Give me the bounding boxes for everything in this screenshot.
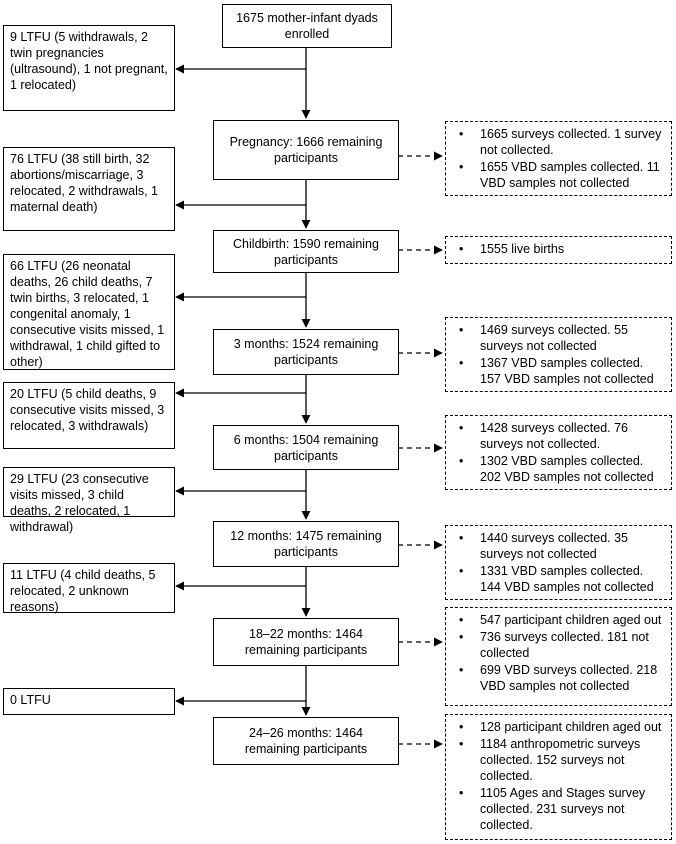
outcome-item: 1469 surveys collected. 55 surveys not c…: [452, 322, 665, 354]
stage-box-3-months: 3 months: 1524 remaining participants: [213, 329, 399, 375]
stage-box-childbirth: Childbirth: 1590 remaining participants: [213, 230, 399, 273]
stage-box-6-months: 6 months: 1504 remaining participants: [213, 425, 399, 470]
outcome-item: 1440 surveys collected. 35 surveys not c…: [452, 530, 665, 562]
ltfu-label: 9 LTFU (5 withdrawals, 2 twin pregnancie…: [10, 30, 168, 92]
outcome-item: 547 participant children aged out: [452, 612, 665, 628]
stage-box-enrolled: 1675 mother-infant dyads enrolled: [222, 4, 392, 48]
outcome-box: 1555 live births: [445, 236, 672, 264]
stage-label: Childbirth: 1590 remaining participants: [233, 236, 379, 267]
outcome-item: 1331 VBD samples collected. 144 VBD samp…: [452, 563, 665, 595]
ltfu-label: 0 LTFU: [10, 693, 51, 707]
ltfu-box: 9 LTFU (5 withdrawals, 2 twin pregnancie…: [3, 25, 175, 111]
ltfu-box: 20 LTFU (5 child deaths, 9 consecutive v…: [3, 382, 175, 449]
outcome-box: 1665 surveys collected. 1 survey not col…: [445, 121, 672, 196]
ltfu-box: 66 LTFU (26 neonatal deaths, 26 child de…: [3, 254, 175, 370]
ltfu-box: 11 LTFU (4 child deaths, 5 relocated, 2 …: [3, 563, 175, 614]
outcome-item: 699 VBD surveys collected. 218 VBD sampl…: [452, 662, 665, 694]
ltfu-label: 66 LTFU (26 neonatal deaths, 26 child de…: [10, 259, 165, 369]
stage-box-18-22-months: 18–22 months: 1464 remaining participant…: [213, 618, 399, 666]
outcome-item: 1184 anthropometric surveys collected. 1…: [452, 736, 665, 784]
ltfu-box: 76 LTFU (38 still birth, 32 abortions/mi…: [3, 147, 175, 231]
ltfu-label: 11 LTFU (4 child deaths, 5 relocated, 2 …: [10, 568, 156, 614]
stage-box-pregnancy: Pregnancy: 1666 remaining participants: [213, 120, 399, 180]
ltfu-box: 0 LTFU: [3, 688, 175, 715]
outcome-item: 1655 VBD samples collected. 11 VBD sampl…: [452, 159, 665, 191]
stage-box-12-months: 12 months: 1475 remaining participants: [213, 521, 399, 567]
stage-label: 18–22 months: 1464 remaining participant…: [244, 627, 368, 657]
outcome-item: 736 surveys collected. 181 not collected: [452, 629, 665, 661]
stage-label: 12 months: 1475 remaining participants: [230, 529, 382, 559]
outcome-item: 128 participant children aged out: [452, 719, 665, 735]
ltfu-label: 29 LTFU (23 consecutive visits missed, 3…: [10, 472, 149, 534]
outcome-item: 1105 Ages and Stages survey collected. 2…: [452, 785, 665, 833]
stage-label: 24–26 months: 1464 remaining participant…: [244, 726, 368, 756]
outcome-item: 1367 VBD samples collected. 157 VBD samp…: [452, 355, 665, 387]
ltfu-label: 20 LTFU (5 child deaths, 9 consecutive v…: [10, 387, 165, 433]
stage-label: 6 months: 1504 remaining participants: [233, 432, 379, 463]
outcome-box: 1440 surveys collected. 35 surveys not c…: [445, 525, 672, 600]
stage-label: 1675 mother-infant dyads enrolled: [236, 11, 378, 41]
outcome-item: 1665 surveys collected. 1 survey not col…: [452, 126, 665, 158]
outcome-box: 547 participant children aged out 736 su…: [445, 607, 672, 706]
outcome-box: 1428 surveys collected. 76 surveys not c…: [445, 415, 672, 490]
stage-label: Pregnancy: 1666 remaining participants: [229, 135, 383, 165]
stage-label: 3 months: 1524 remaining participants: [233, 337, 379, 367]
outcome-item: 1428 surveys collected. 76 surveys not c…: [452, 420, 665, 452]
outcome-box: 128 participant children aged out 1184 a…: [445, 714, 672, 840]
ltfu-box: 29 LTFU (23 consecutive visits missed, 3…: [3, 467, 175, 534]
ltfu-label: 76 LTFU (38 still birth, 32 abortions/mi…: [10, 152, 158, 214]
outcome-item: 1555 live births: [452, 241, 665, 257]
outcome-box: 1469 surveys collected. 55 surveys not c…: [445, 317, 672, 392]
stage-box-24-26-months: 24–26 months: 1464 remaining participant…: [213, 717, 399, 765]
outcome-item: 1302 VBD samples collected. 202 VBD samp…: [452, 453, 665, 485]
